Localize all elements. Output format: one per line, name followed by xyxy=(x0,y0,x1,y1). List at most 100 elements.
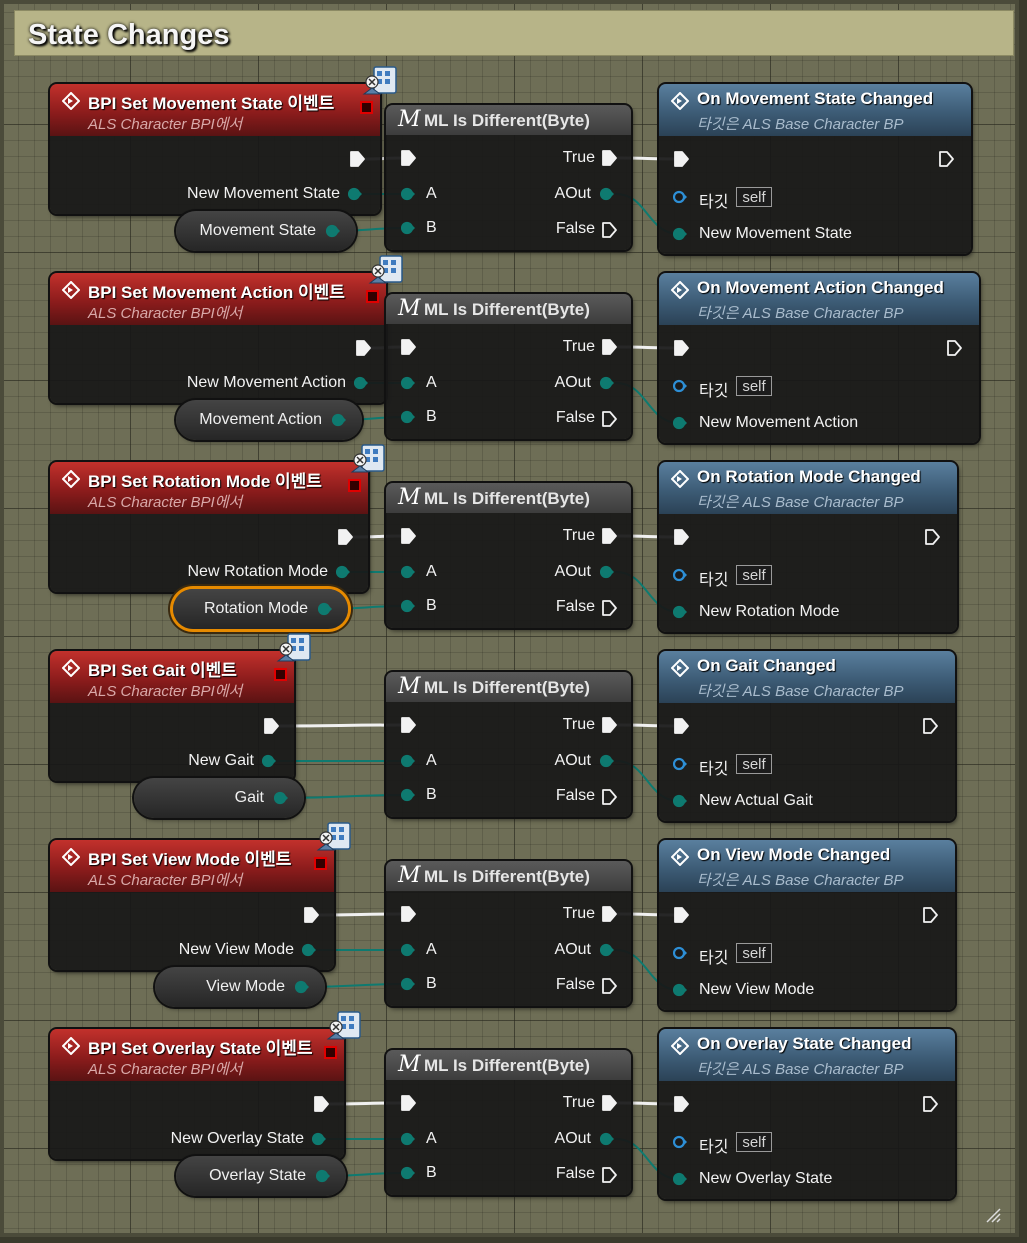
event-exec-out-pin[interactable] xyxy=(354,339,372,357)
self-value-box[interactable]: self xyxy=(736,187,772,207)
variable-output-pin[interactable] xyxy=(332,413,346,427)
variable-output-pin[interactable] xyxy=(318,602,332,616)
macro-true-pin[interactable] xyxy=(600,338,618,356)
function-input-pin[interactable] xyxy=(673,983,687,997)
function-input-pin[interactable] xyxy=(673,227,687,241)
event-output-pin[interactable] xyxy=(262,754,276,768)
macro-b-pin[interactable] xyxy=(401,977,415,991)
variable-output-pin[interactable] xyxy=(274,791,288,805)
variable-getter-node[interactable]: Overlay State xyxy=(176,1156,346,1196)
variable-getter-node[interactable]: Movement Action xyxy=(176,400,362,440)
self-value-box[interactable]: self xyxy=(736,754,772,774)
variable-output-pin[interactable] xyxy=(295,980,309,994)
macro-aout-pin[interactable] xyxy=(600,187,614,201)
macro-false-pin[interactable] xyxy=(600,221,618,239)
event-output-pin[interactable] xyxy=(348,187,362,201)
macro-true-pin[interactable] xyxy=(600,527,618,545)
macro-true-pin[interactable] xyxy=(600,905,618,923)
variable-getter-node[interactable]: View Mode xyxy=(155,967,325,1007)
self-value-box[interactable]: self xyxy=(736,943,772,963)
event-exec-out-pin[interactable] xyxy=(336,528,354,546)
variable-output-pin[interactable] xyxy=(316,1169,330,1183)
macro-a-pin[interactable] xyxy=(401,943,415,957)
macro-b-pin[interactable] xyxy=(401,1166,415,1180)
wire[interactable] xyxy=(276,723,406,728)
function-input-pin[interactable] xyxy=(673,1172,687,1186)
target-pin[interactable] xyxy=(673,1135,687,1149)
function-input-pin[interactable] xyxy=(673,416,687,430)
macro-aout-pin[interactable] xyxy=(600,1132,614,1146)
macro-exec-in-pin[interactable] xyxy=(399,905,417,923)
function-exec-in-pin[interactable] xyxy=(672,150,690,168)
macro-exec-in-pin[interactable] xyxy=(399,716,417,734)
self-value-box[interactable]: self xyxy=(736,565,772,585)
macro-a-pin[interactable] xyxy=(401,1132,415,1146)
function-exec-out-pin[interactable] xyxy=(921,1095,939,1113)
resize-grip-icon[interactable] xyxy=(985,1207,1001,1223)
function-exec-out-pin[interactable] xyxy=(937,150,955,168)
macro-false-pin[interactable] xyxy=(600,788,618,806)
event-exec-out-pin[interactable] xyxy=(312,1095,330,1113)
event-output-pin[interactable] xyxy=(302,943,316,957)
function-exec-out-pin[interactable] xyxy=(945,339,963,357)
variable-getter-node[interactable]: Rotation Mode xyxy=(173,589,348,629)
macro-a-pin[interactable] xyxy=(401,565,415,579)
target-pin[interactable] xyxy=(673,568,687,582)
macro-b-pin[interactable] xyxy=(401,599,415,613)
macro-exec-in-pin[interactable] xyxy=(399,338,417,356)
macro-exec-in-pin[interactable] xyxy=(399,149,417,167)
macro-true-pin[interactable] xyxy=(600,149,618,167)
function-exec-in-pin[interactable] xyxy=(672,528,690,546)
self-value-box[interactable]: self xyxy=(736,1132,772,1152)
function-exec-out-pin[interactable] xyxy=(921,717,939,735)
target-pin[interactable] xyxy=(673,757,687,771)
function-exec-in-pin[interactable] xyxy=(672,717,690,735)
macro-aout-pin[interactable] xyxy=(600,565,614,579)
function-exec-in-pin[interactable] xyxy=(672,1095,690,1113)
function-exec-out-pin[interactable] xyxy=(921,906,939,924)
macro-a-pin[interactable] xyxy=(401,376,415,390)
macro-false-pin[interactable] xyxy=(600,599,618,617)
event-exec-out-pin[interactable] xyxy=(262,717,280,735)
macro-a-pin[interactable] xyxy=(401,187,415,201)
macro-false-pin[interactable] xyxy=(600,1166,618,1184)
comment-header[interactable]: State Changes xyxy=(14,10,1014,56)
event-output-pin[interactable] xyxy=(312,1132,326,1146)
target-pin[interactable] xyxy=(673,946,687,960)
macro-b-pin[interactable] xyxy=(401,221,415,235)
macro-exec-in-pin[interactable] xyxy=(399,527,417,545)
target-pin[interactable] xyxy=(673,379,687,393)
target-pin[interactable] xyxy=(673,190,687,204)
event-exec-out-pin[interactable] xyxy=(302,906,320,924)
function-input-pin[interactable] xyxy=(673,605,687,619)
macro-aout-pin[interactable] xyxy=(600,943,614,957)
variable-output-pin[interactable] xyxy=(326,224,340,238)
